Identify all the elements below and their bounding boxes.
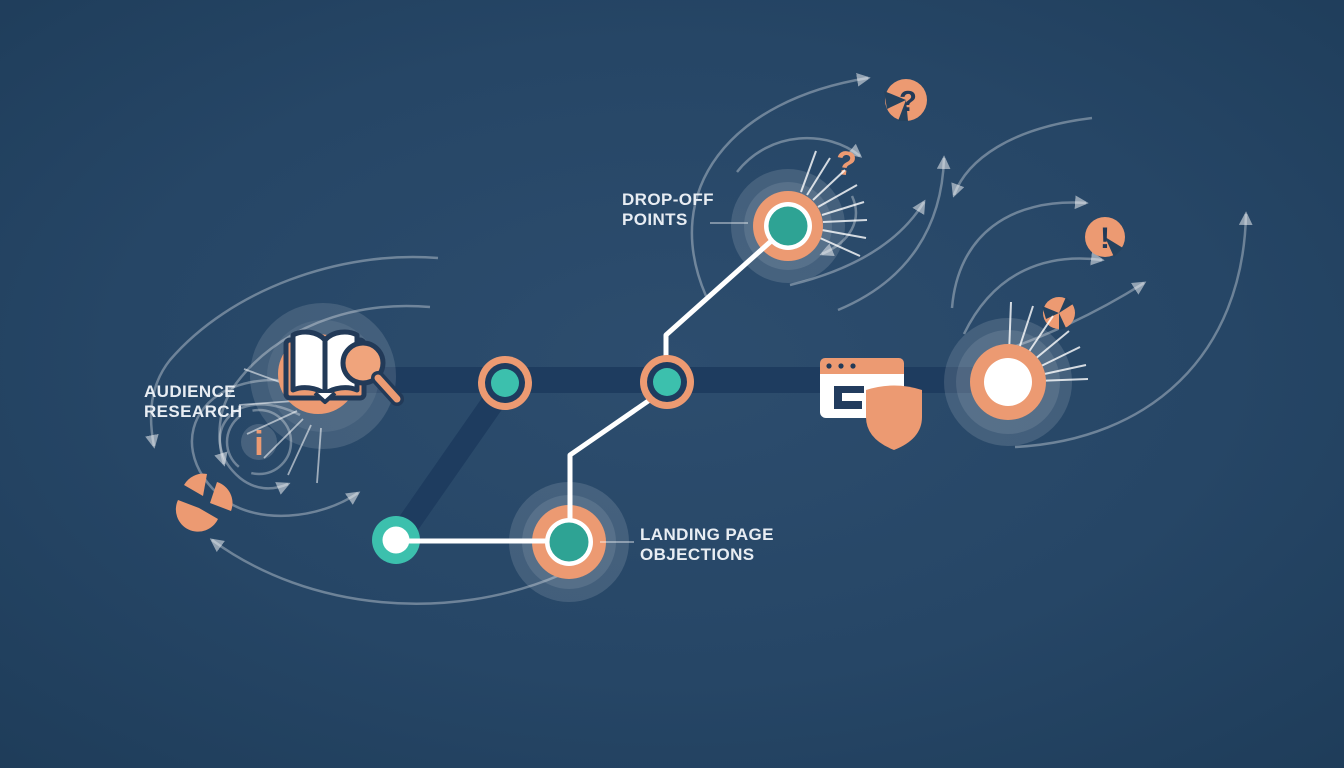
swirl-cluster-end: [950, 116, 1253, 449]
label-ticks: [600, 222, 748, 543]
pie-slice: [210, 482, 233, 511]
browser-shield-icon: [820, 358, 922, 450]
milestone-core: [491, 369, 519, 397]
exclamation-bubble-icon: !: [1085, 217, 1125, 257]
exploded-pie-icon: [175, 473, 233, 532]
start-node-core: [382, 526, 410, 554]
magnifier-lens: [340, 340, 386, 386]
label-audience-research: AUDIENCE RESEARCH: [144, 382, 243, 422]
swirl-arc: [950, 195, 1089, 309]
swirl-arc: [218, 403, 301, 495]
label-drop-off-points: DROP-OFF POINTS: [622, 190, 714, 230]
browser-text-line: [834, 386, 864, 393]
book-page-left: [290, 329, 328, 397]
road-diagonal: [385, 373, 517, 552]
accent-icons: ? ? ! i: [175, 79, 1125, 532]
pie-slice: [175, 500, 218, 532]
pie-notch: [898, 100, 908, 121]
dropoff-node-core: [768, 206, 808, 246]
exclamation-glyph: !: [1100, 222, 1110, 255]
browser-text-line: [834, 386, 842, 408]
mini-pie-icon: [1042, 297, 1075, 330]
browser-text-line: [834, 401, 862, 409]
pie-notch: [1059, 313, 1066, 330]
swirl-arc: [962, 251, 1105, 335]
node-rays: [238, 150, 1089, 484]
browser-titlebar: [820, 358, 904, 374]
book-magnifier-icon: [278, 329, 404, 414]
swirl-arc: [951, 116, 1093, 198]
label-landing-page-objections: LANDING PAGE OBJECTIONS: [640, 525, 774, 565]
swirl-cluster-audience: [145, 255, 561, 605]
browser-dot: [838, 363, 844, 369]
shield-icon: [866, 385, 922, 450]
browser-dot: [826, 363, 832, 369]
browser-dot: [850, 363, 856, 369]
swirl-arc: [837, 155, 951, 312]
landing-node-core: [549, 522, 589, 562]
swirl-arc: [690, 72, 871, 297]
end-node-core: [984, 358, 1032, 406]
bubble-notch: [1105, 237, 1123, 257]
question-pie-icon: ?: [884, 79, 927, 121]
question-glyph: ?: [899, 86, 917, 118]
milestone-dot-1: [478, 356, 532, 410]
connector-milestone-to-landing: [567, 385, 669, 542]
rays-dropoff: [800, 150, 868, 257]
info-orbit-ring: [225, 408, 293, 476]
swirl-arc: [819, 195, 858, 256]
pie-notch: [1059, 297, 1073, 313]
node-cores: [382, 202, 1032, 566]
swirl-arc: [145, 255, 439, 449]
magnifier-handle: [374, 374, 401, 403]
pie-notch: [1042, 306, 1059, 319]
pie-slice: [184, 473, 207, 496]
info-glyph: i: [254, 425, 263, 463]
swirl-arc: [789, 199, 926, 287]
milestone-core: [653, 368, 681, 396]
swirl-arc: [209, 538, 561, 605]
book-spine-point: [313, 391, 337, 404]
swirl-arc: [214, 304, 431, 467]
swirl-arc: [736, 136, 863, 173]
swirl-arc: [1014, 211, 1253, 449]
milestone-dot-2: [640, 355, 694, 409]
pie-notch: [884, 91, 906, 109]
swirl-cluster-dropoff: [690, 72, 951, 312]
